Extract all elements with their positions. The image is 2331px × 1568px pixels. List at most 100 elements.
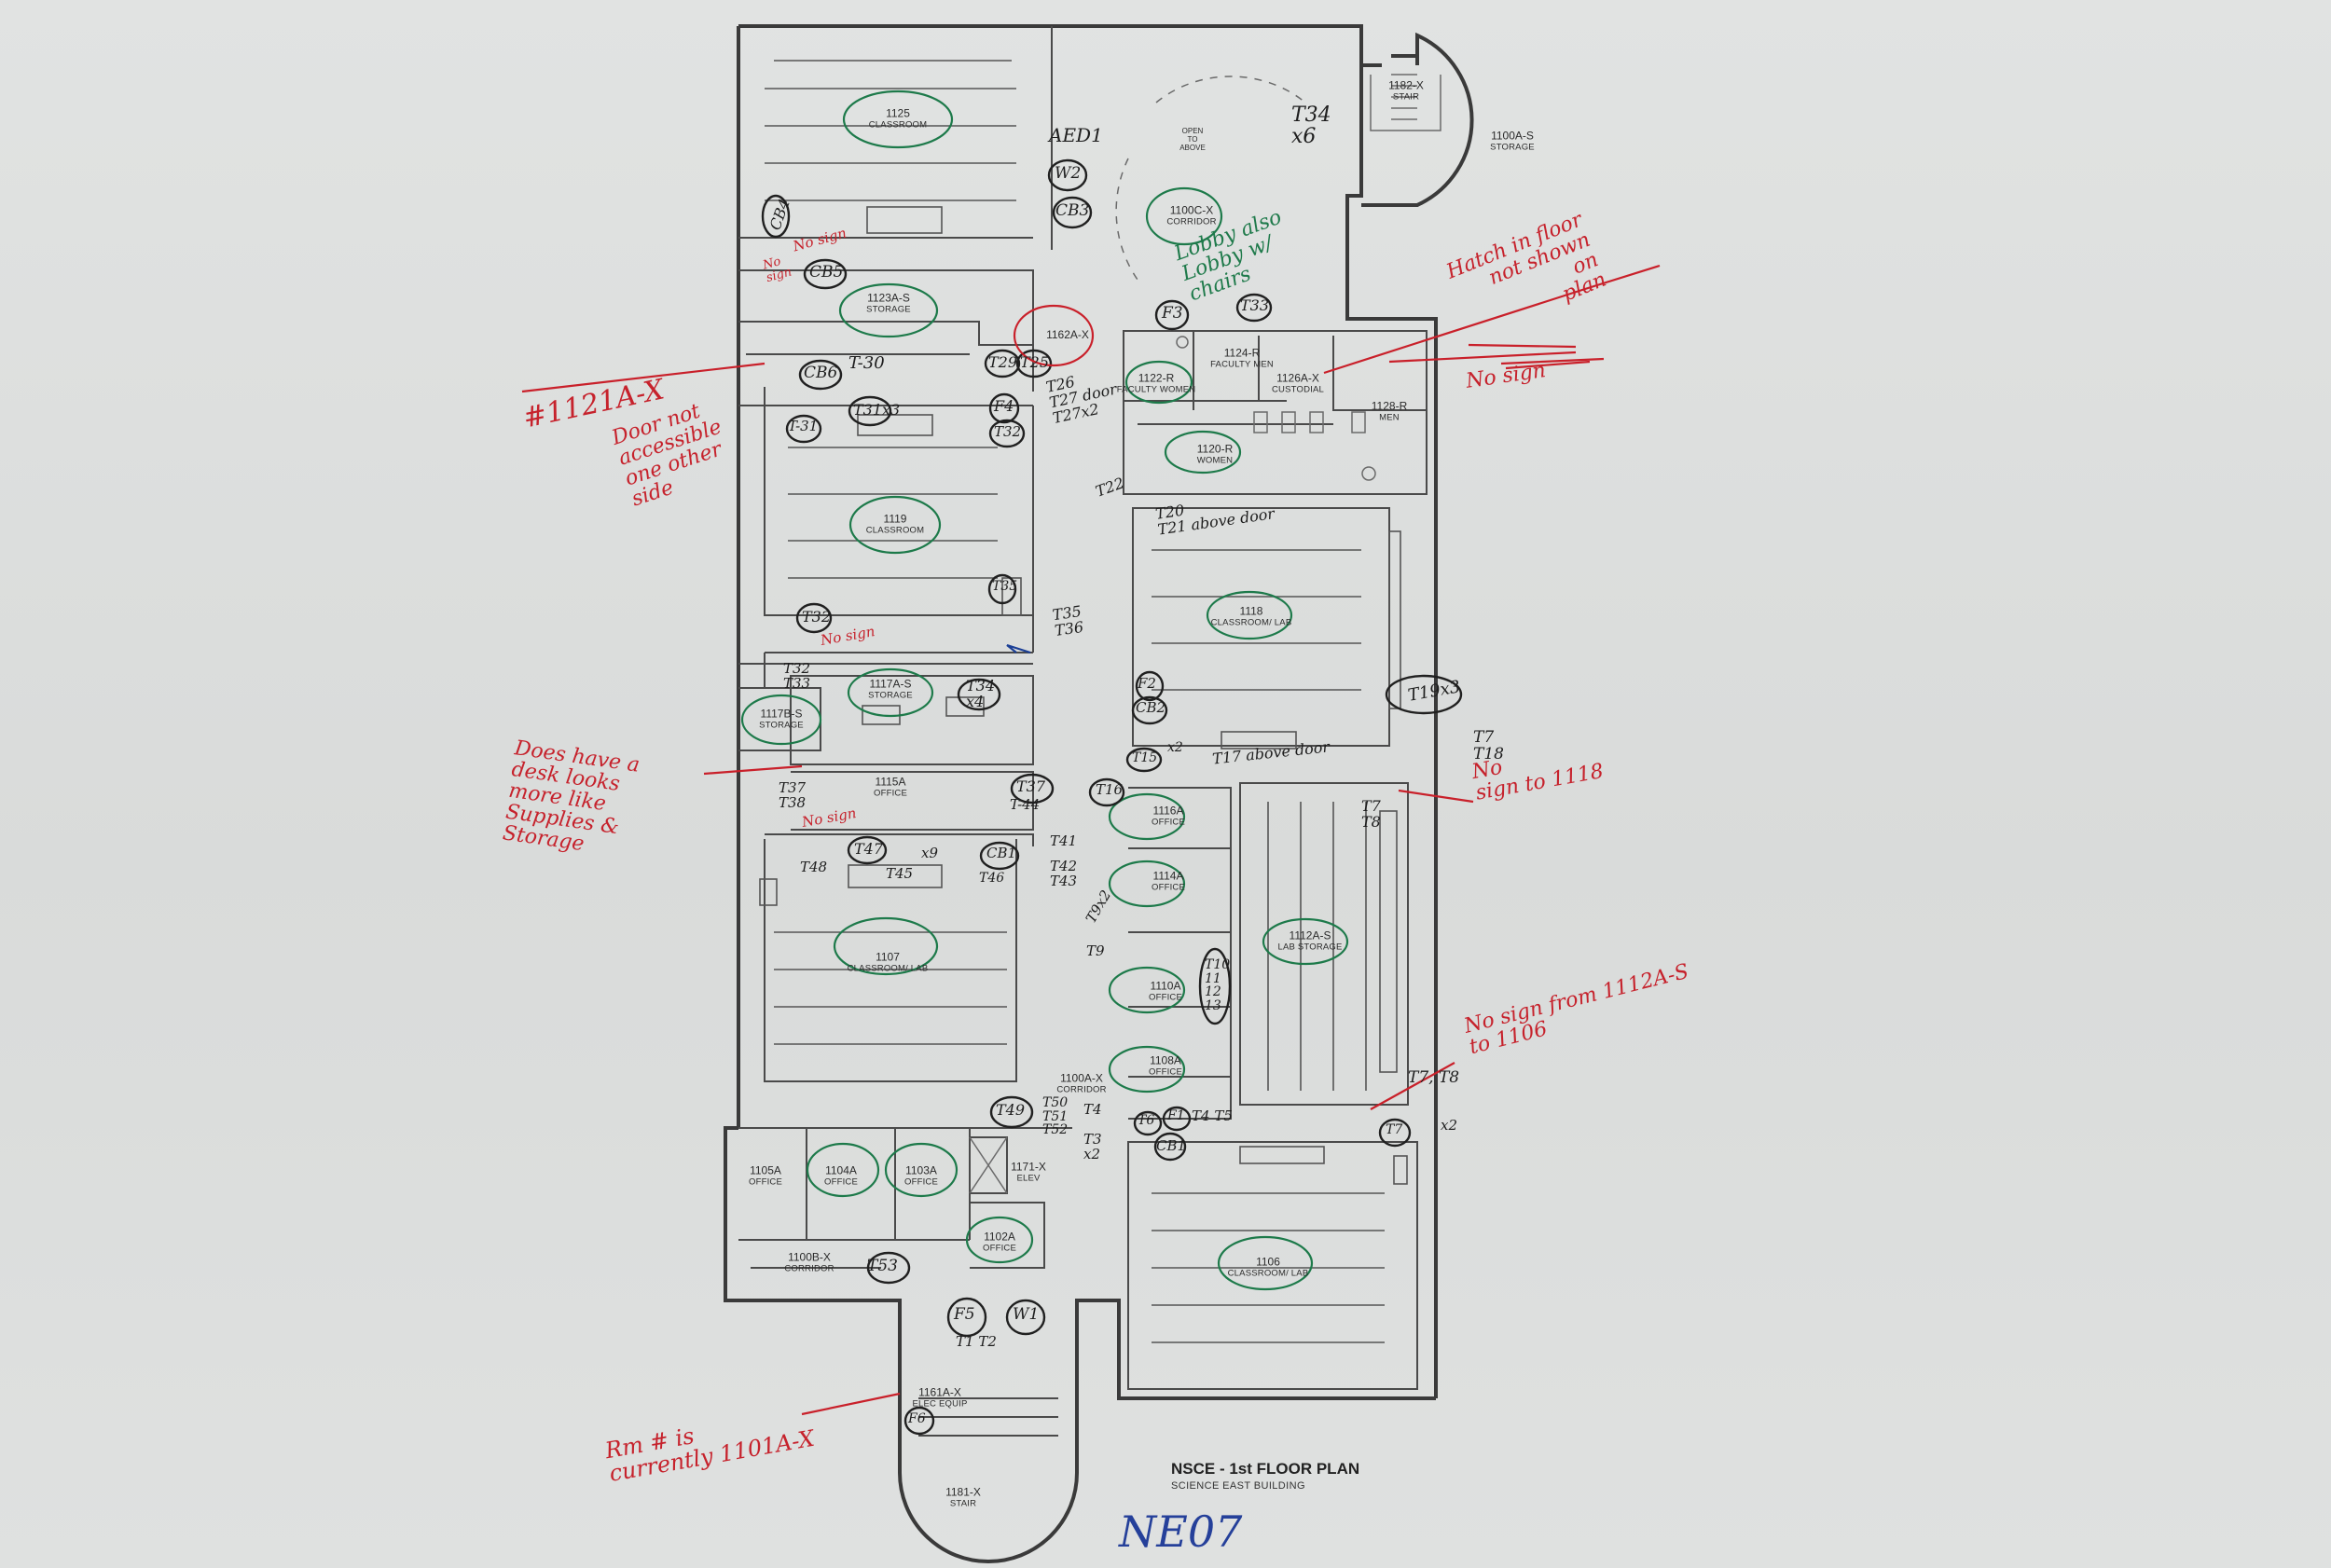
tag-t1-t2: T1 T2: [956, 1333, 997, 1350]
tag-t37: T37: [1016, 777, 1046, 795]
tag-cb5: CB5: [809, 263, 844, 282]
tag-t-31: T-31: [788, 418, 819, 434]
tag-t35-t36: T35 T36: [1051, 602, 1085, 640]
tag-t7: T7: [1386, 1122, 1403, 1137]
room-1118-walls: [1132, 507, 1401, 750]
bottom-left-walls: [738, 1127, 1072, 1437]
tag-t33: T33: [1240, 296, 1270, 314]
tag-x2-b: x2: [1441, 1117, 1458, 1134]
tag-t7-t8-a: T7 T8: [1361, 797, 1381, 831]
tag-t31x3: T31x3: [853, 401, 901, 419]
open-to-above-arc: [1115, 76, 1306, 281]
mid-right-walls: [1128, 782, 1409, 1120]
tag-t32-b: T32: [802, 608, 832, 626]
tag-cb3: CB3: [1055, 201, 1090, 220]
tag-t3-x2: T3 x2: [1083, 1131, 1102, 1162]
tag-t25: T25: [1020, 353, 1050, 371]
room-1106-walls: [1127, 1141, 1418, 1390]
tag-cb1-b: CB1: [1156, 1137, 1187, 1154]
stair-1182-drawing: [1370, 74, 1441, 131]
tag-f1: F1: [1167, 1108, 1185, 1123]
tag-t9: T9: [1086, 942, 1105, 959]
tag-f2: F2: [1138, 675, 1156, 692]
tag-w2: W2: [1055, 164, 1082, 183]
tag-t44: T-44: [1010, 796, 1041, 813]
tag-t16: T16: [1096, 781, 1124, 798]
sheet-id: NE07: [1119, 1506, 1243, 1557]
left-rooms-walls: [738, 269, 1034, 1082]
tag-t46: T46: [979, 871, 1005, 886]
tag-t29: T29: [988, 353, 1018, 371]
tag-t7-t8-b: T7, T8: [1408, 1068, 1460, 1087]
tag-t10-13: T10 11 12 13: [1205, 957, 1231, 1014]
room-label-1162: 1162A-X: [1046, 328, 1089, 342]
tag-t32-t33: T32 T33: [783, 660, 811, 692]
tag-f4: F4: [994, 397, 1014, 415]
tag-t45: T45: [886, 865, 914, 882]
tag-t32-a: T32: [994, 423, 1022, 440]
tag-w1: W1: [1013, 1305, 1040, 1324]
tag-cb6: CB6: [804, 364, 838, 382]
tag-t50-t52: T50 T51 T52: [1042, 1095, 1069, 1138]
tag-t4-a: T4: [1083, 1101, 1102, 1118]
tag-f6: F6: [908, 1411, 926, 1426]
tag-t4-t5: T4 T5: [1192, 1107, 1233, 1124]
drawing-title: NSCE - 1st FLOOR PLAN: [1171, 1460, 1360, 1478]
exterior-walls: [724, 24, 1474, 1563]
tag-t42-t43: T42 T43: [1050, 858, 1078, 889]
open-to-above-label: OPEN TO ABOVE: [1179, 127, 1206, 153]
tag-t35-a: T35: [992, 579, 1018, 594]
tag-t53: T53: [867, 1257, 898, 1275]
blue-pointer: [1006, 643, 1031, 654]
tag-t37-t38: T37 T38: [779, 779, 807, 811]
tag-x9: x9: [921, 845, 939, 861]
drawing-subtitle: SCIENCE EAST BUILDING: [1171, 1480, 1305, 1492]
green-room-circles: [740, 89, 1349, 1291]
note-desk-supplies: Does have a desk looks more like Supplie…: [501, 736, 641, 857]
tag-t34-x6: T34 x6: [1291, 103, 1331, 149]
black-tag-circles: [761, 158, 1463, 1436]
restroom-block-walls: [1123, 330, 1428, 495]
tag-t15: T15: [1132, 750, 1158, 765]
tag-t34-x4: T34 x4: [966, 677, 996, 710]
tag-aed1: AED1: [1049, 124, 1103, 146]
tag-cb2: CB2: [1136, 699, 1166, 716]
tag-t6: T6: [1138, 1113, 1155, 1128]
red-annotation-marks: [521, 264, 1661, 1416]
tag-f5: F5: [954, 1305, 975, 1324]
tag-t49: T49: [996, 1101, 1026, 1119]
tag-t48: T48: [800, 859, 828, 875]
tag-t7-t18: T7 T18: [1473, 728, 1504, 763]
